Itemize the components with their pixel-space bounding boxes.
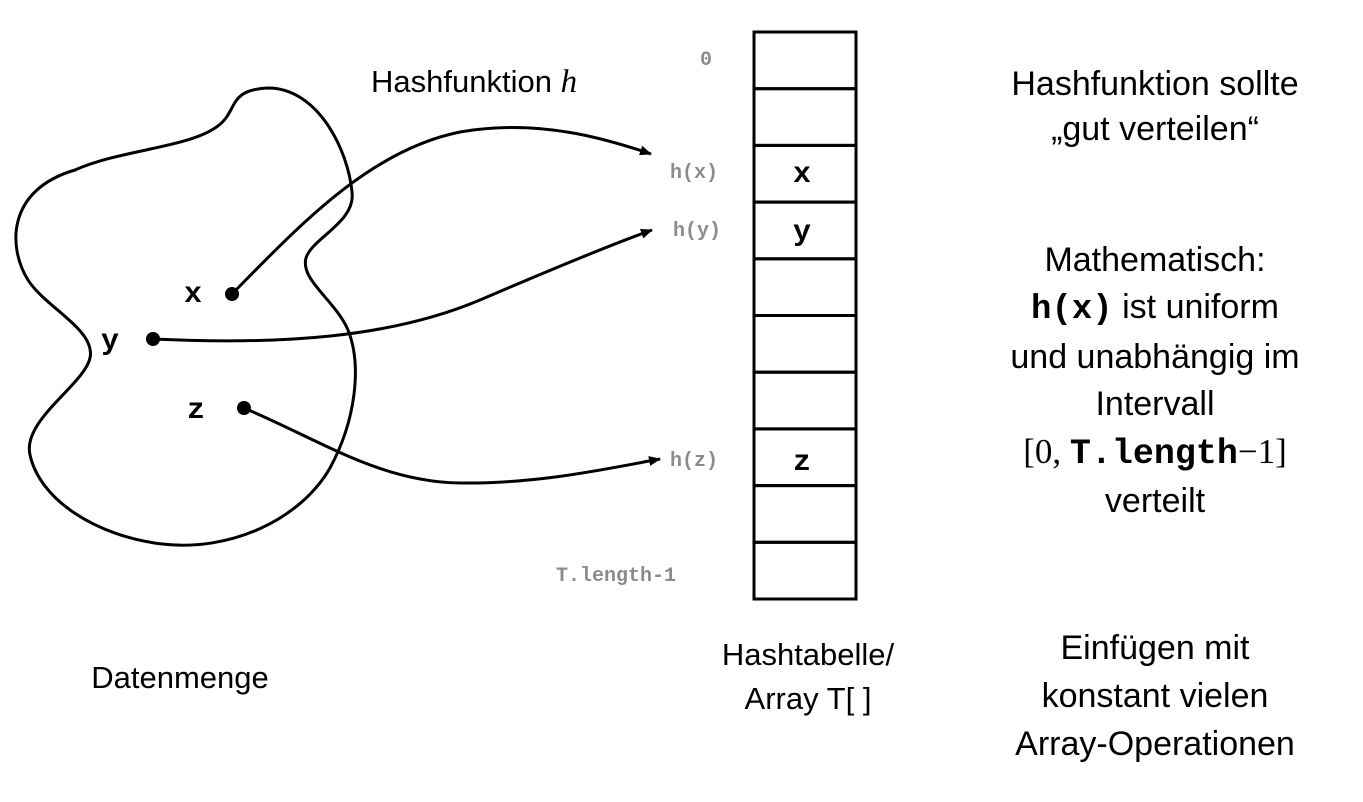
table-cell bbox=[752, 370, 858, 431]
table-cell bbox=[752, 30, 858, 91]
note-insert-line2: konstant vielen bbox=[1041, 677, 1269, 715]
hash-function-text: Hashfunktion bbox=[371, 64, 552, 99]
dataset-label: Datenmenge bbox=[91, 660, 269, 695]
interval-code: T.length bbox=[1069, 434, 1238, 474]
table-cell bbox=[752, 484, 858, 544]
arrow-x-to-hx bbox=[230, 126, 652, 296]
note-math-line2-rest: ist uniform bbox=[1112, 288, 1279, 326]
note-insert-line1: Einfügen mit bbox=[1060, 629, 1250, 667]
note-math-line2: h(x) ist uniform bbox=[965, 284, 1345, 334]
note-math-line3: und unabhängig im bbox=[1010, 338, 1300, 376]
note-math-line1: Mathematisch: bbox=[1044, 241, 1266, 279]
interval-open: [0, bbox=[1023, 432, 1070, 471]
index-label-hy: h(y) bbox=[673, 220, 721, 243]
note-insert-line3: Array-Operationen bbox=[1015, 725, 1295, 763]
table-entry-z: z bbox=[793, 446, 811, 480]
dataset-blob bbox=[14, 86, 357, 547]
interval-close: −1] bbox=[1237, 432, 1287, 471]
table-cell bbox=[752, 87, 858, 147]
hash-table bbox=[752, 30, 858, 601]
element-label-x: x bbox=[184, 278, 202, 312]
arrow-z-to-hz bbox=[243, 406, 661, 485]
note-distribution-line1: Hashfunktion sollte bbox=[1011, 65, 1299, 103]
table-cell bbox=[752, 257, 858, 317]
table-cell bbox=[752, 540, 858, 601]
element-label-y: y bbox=[101, 325, 119, 359]
note-distribution-line2: „gut verteilen“ bbox=[1051, 110, 1259, 148]
index-label-hz: h(z) bbox=[670, 450, 718, 473]
note-math-code: h(x) bbox=[1031, 291, 1113, 329]
note-math-line4: Intervall bbox=[1095, 385, 1215, 423]
hash-function-label: Hashfunktion h bbox=[371, 64, 577, 100]
hash-table-caption-line2: Array T[ ] bbox=[745, 681, 872, 716]
note-distribution: Hashfunktion sollte „gut verteilen“ bbox=[965, 62, 1345, 152]
hash-table-caption-line1: Hashtabelle/ bbox=[722, 637, 895, 672]
element-label-z: z bbox=[187, 394, 205, 428]
table-cell bbox=[752, 314, 858, 374]
index-label-first: 0 bbox=[700, 49, 712, 72]
index-label-hx: h(x) bbox=[670, 162, 718, 185]
table-entry-x: x bbox=[793, 158, 811, 192]
note-math: Mathematisch: h(x) ist uniform und unabh… bbox=[965, 237, 1345, 525]
table-entry-y: y bbox=[793, 216, 811, 250]
note-math-interval: [0, T.length−1] bbox=[965, 428, 1345, 478]
note-math-line6: verteilt bbox=[1104, 482, 1206, 520]
note-insert: Einfügen mit konstant vielen Array-Opera… bbox=[965, 624, 1345, 768]
index-label-last: T.length-1 bbox=[556, 565, 676, 588]
hash-function-symbol: h bbox=[561, 64, 578, 100]
arrow-y-to-hy bbox=[152, 228, 653, 343]
